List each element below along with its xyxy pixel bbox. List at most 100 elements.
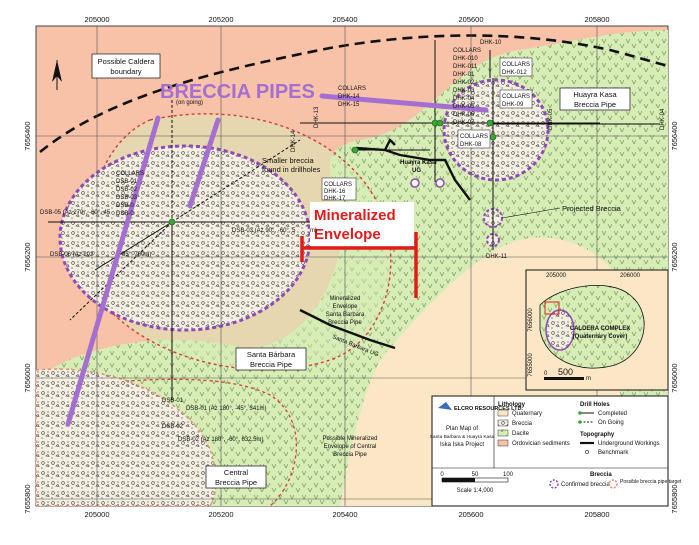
santa-barbara-label-box bbox=[235, 347, 307, 371]
x-tick: 205600 bbox=[458, 510, 483, 519]
dhk04-label: DHK-04 bbox=[660, 108, 666, 130]
lithology-quaternary: Quaternary bbox=[512, 411, 542, 417]
lithology-title: Lithology bbox=[498, 402, 526, 408]
x-tick: 205800 bbox=[584, 15, 609, 24]
central-envelope-label-line2: Envelope of Central bbox=[324, 444, 377, 450]
smaller-breccia-2 bbox=[435, 178, 445, 188]
inset-x-tick: 205000 bbox=[546, 273, 567, 279]
collar-line: DHK-16 bbox=[324, 189, 346, 195]
collar-line: DHK-03 bbox=[453, 88, 475, 94]
huayra-kasa-label-line2: Breccia Pipe bbox=[574, 100, 616, 109]
breccia-pipe-pointers bbox=[65, 93, 489, 427]
envelope-width-marker bbox=[300, 232, 418, 298]
x-tick-labels-bottom: 205000 205200 205400 205600 205800 bbox=[84, 510, 609, 519]
collar-line: DHK-09 bbox=[502, 102, 524, 108]
topo-underground: Underground Workings bbox=[598, 441, 660, 447]
x-tick: 205800 bbox=[584, 510, 609, 519]
collar-box-dhk01: COLLARS DHK-010 DHK-011 DHK-01 DHK-02 DH… bbox=[453, 48, 481, 126]
y-tick: 7656400 bbox=[23, 121, 32, 150]
plan-title-line2: Santa Barbara & Huayra Kasa bbox=[430, 434, 495, 440]
x-tick: 205400 bbox=[332, 510, 357, 519]
collar-line: DHK-011 bbox=[453, 64, 478, 70]
dsb01-label: DSB-01 (Az 180°, -45°, 341m) bbox=[186, 406, 267, 412]
collar-line: DSB-0 bbox=[116, 203, 134, 209]
drill-completed: Completed bbox=[598, 411, 627, 417]
x-tick-labels-top: 205000 205200 205400 205600 205800 bbox=[84, 15, 609, 24]
collar-line: DHK-08 bbox=[460, 142, 482, 148]
inset-map: CALDERA COMPLEX (Quaternary Cover) 20500… bbox=[525, 269, 669, 391]
breccia-pipes-annotation: BRECCIA PIPES bbox=[160, 81, 315, 103]
collar-box-dhk14: COLLARS DHK-14 DHK-15 bbox=[338, 86, 366, 108]
collar-box-dhk08: COLLARS DHK-08 bbox=[457, 129, 491, 149]
lithology-ordovician: Ordovician sediments bbox=[512, 441, 570, 447]
x-tick: 205200 bbox=[208, 510, 233, 519]
sb-envelope-label-line2: Envelope bbox=[332, 304, 358, 310]
x-tick: 205400 bbox=[332, 15, 357, 24]
dsb01-end-label: DSB-01 bbox=[162, 398, 184, 404]
collar-title: COLLARS bbox=[460, 134, 488, 140]
company-logo-icon bbox=[438, 402, 452, 410]
central-envelope-label-line1: Possible Mineralized bbox=[322, 436, 377, 442]
projected-breccia-leader bbox=[501, 207, 561, 219]
huayra-kasa-ug-line2: UG bbox=[412, 168, 421, 174]
x-tick: 205000 bbox=[84, 15, 109, 24]
collar-title: COLLARS bbox=[338, 86, 366, 92]
mineralized-annotation-background bbox=[310, 202, 414, 246]
collar-title: COLLARS bbox=[324, 182, 352, 188]
collar-title: COLLARS bbox=[453, 48, 481, 54]
collar-line: DHK-17 bbox=[324, 196, 346, 202]
y-tick: 7655800 bbox=[23, 484, 32, 513]
huayra-kasa-ug-line1: Huayra Kasa bbox=[400, 160, 437, 166]
dhk13-label: DHK-13 bbox=[314, 106, 320, 128]
huayra-kasa-label-box bbox=[559, 87, 631, 111]
collar-line: DHK-02 bbox=[453, 80, 475, 86]
dsb03-label: DSB-03 (Az 90°, -60°, 5 bbox=[232, 228, 296, 234]
collar-line: DSB-0 bbox=[116, 211, 134, 217]
topo-title: Topography bbox=[580, 432, 615, 438]
collar-line: DHK-012 bbox=[502, 70, 527, 76]
dsb05-label: DSB-05 (Az 270°, -60°, 45 bbox=[40, 210, 111, 216]
central-label-line2: Breccia Pipe bbox=[215, 478, 257, 487]
collar-box-dhk09: COLLARS DHK-09 bbox=[499, 89, 533, 109]
scale-tick: 0 bbox=[440, 472, 444, 478]
x-tick: 205000 bbox=[84, 510, 109, 519]
underground-workings bbox=[299, 137, 471, 350]
x-tick: 205600 bbox=[458, 15, 483, 24]
smaller-breccia-label-line1: Smaller breccia bbox=[262, 156, 315, 165]
huayra-kasa-label-line1: Huayra Kasa bbox=[573, 90, 617, 99]
y-tick: 7656400 bbox=[670, 121, 679, 150]
caldera-label-box bbox=[91, 53, 161, 79]
central-label-line1: Central bbox=[224, 468, 249, 477]
inset-title-line2: (Quaternary Cover) bbox=[573, 334, 628, 340]
breccia-title: Breccia bbox=[590, 472, 612, 478]
mineralized-annotation-line1: Mineralized bbox=[314, 207, 396, 224]
collar-line: DHK-010 bbox=[453, 56, 478, 62]
santa-barbara-label-line1: Santa Bárbara bbox=[247, 350, 296, 359]
drill-ongoing: On Going bbox=[598, 420, 624, 426]
breccia-confirmed: Confirmed breccia bbox=[561, 482, 610, 488]
y-tick: 7656000 bbox=[670, 363, 679, 392]
dhk05-label: DHK-05 bbox=[548, 108, 554, 130]
collar-line: DHK-01 bbox=[453, 72, 475, 78]
breccia-possible: Possible breccia pipe target bbox=[620, 479, 682, 485]
scale-label: Scale 1:4,000 bbox=[457, 488, 494, 494]
y-tick: 7656200 bbox=[23, 242, 32, 271]
smaller-breccia-1 bbox=[410, 178, 420, 188]
scale-tick: 50 bbox=[472, 472, 479, 478]
collar-box-dhk012: COLLARS DHK-012 bbox=[499, 57, 533, 77]
plan-title-line3: Iska Iska Project bbox=[440, 442, 484, 448]
collar-line: DHK-15 bbox=[338, 102, 360, 108]
scale-tick: 100 bbox=[503, 472, 514, 478]
collar-line: DHK-04 bbox=[453, 96, 475, 102]
collar-line: DHK-14 bbox=[338, 94, 360, 100]
dhk14-label: DHK-14 bbox=[291, 130, 297, 152]
on-going-label: (on going) bbox=[176, 100, 203, 106]
inset-scale-unit: m bbox=[586, 376, 591, 382]
sb-envelope-label-line1: Mineralized bbox=[330, 296, 361, 302]
inset-y-tick: 7656000 bbox=[528, 308, 534, 332]
drill-title: Drill Holes bbox=[580, 402, 610, 408]
dsb06-label-b: -85°, 700m) bbox=[120, 252, 151, 258]
drillhole-traces bbox=[48, 40, 660, 400]
collar-title: COLLARS bbox=[116, 171, 144, 177]
collar-line: DHK-06 bbox=[453, 112, 475, 118]
